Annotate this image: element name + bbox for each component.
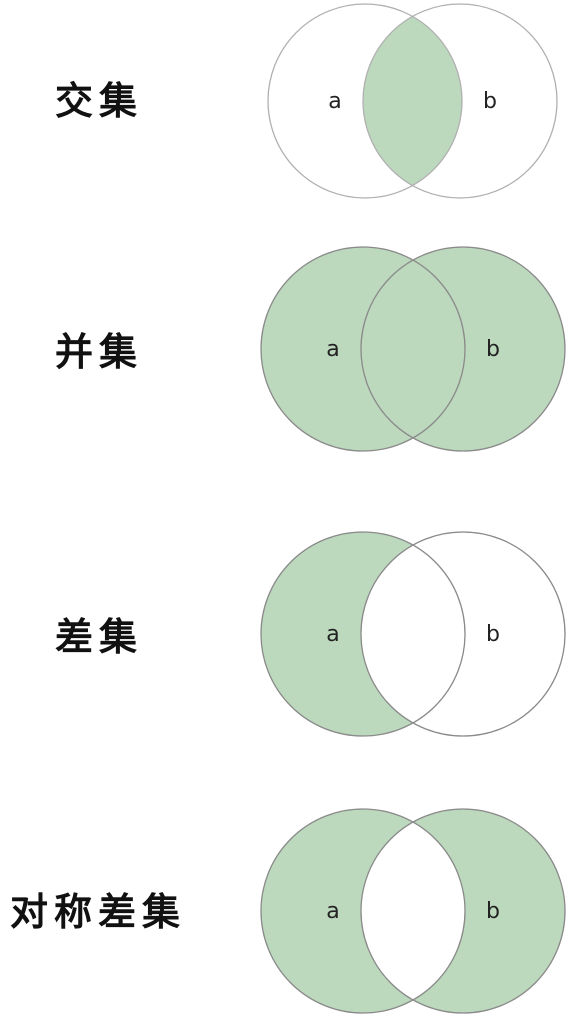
set-label-a: a <box>328 89 341 114</box>
set-label-a: a <box>326 337 339 362</box>
circle-a-outline <box>260 808 466 1014</box>
circle-a-outline <box>260 246 466 452</box>
set-label-a: a <box>326 899 339 924</box>
region-intersection <box>361 532 465 736</box>
circle-b-outline <box>360 808 566 1014</box>
region-intersection <box>361 247 465 451</box>
region-intersection <box>361 809 465 1013</box>
set-label-b: b <box>486 337 500 362</box>
circle-a-outline <box>260 531 466 737</box>
circle-b-outline <box>362 3 558 199</box>
row-label-difference: 差集 <box>55 615 144 659</box>
region-intersection <box>363 4 462 198</box>
circle-b-outline <box>360 246 566 452</box>
circle-a-outline <box>267 3 463 199</box>
set-label-b: b <box>486 899 500 924</box>
set-label-b: b <box>486 622 500 647</box>
circle-b-outline <box>360 531 566 737</box>
row-label-symmetric-difference: 对称差集 <box>10 890 187 934</box>
set-label-a: a <box>326 622 339 647</box>
set-label-b: b <box>483 89 497 114</box>
row-label-union: 并集 <box>55 330 144 374</box>
row-label-intersection: 交集 <box>55 79 144 123</box>
